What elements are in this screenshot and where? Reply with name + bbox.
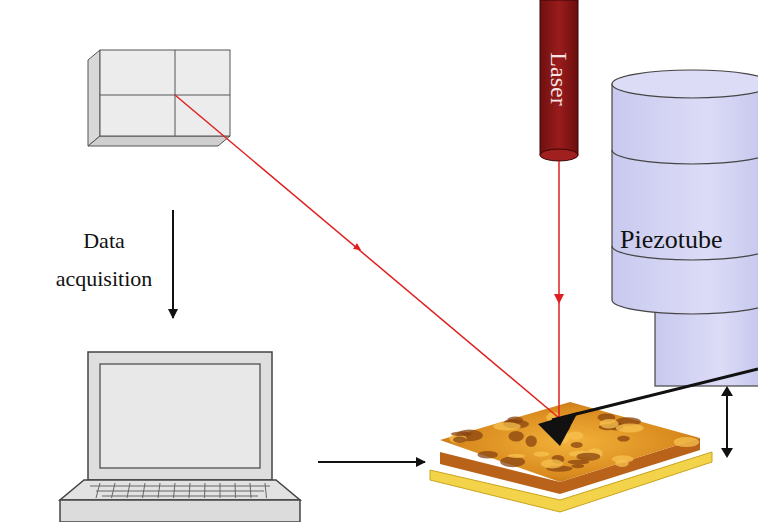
- piezotube-cylinder: [612, 70, 758, 386]
- laser-cylinder: [540, 0, 578, 161]
- node-label: Piezotube: [620, 227, 723, 253]
- cantilever: [538, 369, 758, 446]
- sample: [430, 402, 712, 512]
- flow-arrow: [172, 210, 174, 318]
- laptop: [60, 352, 300, 522]
- laser-beam: [175, 95, 564, 418]
- laser-box: Laser: [540, 0, 578, 158]
- z-motion-arrow: [721, 386, 733, 458]
- piezotube-box: Piezotube: [614, 218, 754, 262]
- control-arrow: [318, 461, 425, 463]
- photodetector: [88, 50, 230, 146]
- node-label: Laser: [547, 52, 571, 105]
- process-label: Data acquisition: [40, 222, 168, 298]
